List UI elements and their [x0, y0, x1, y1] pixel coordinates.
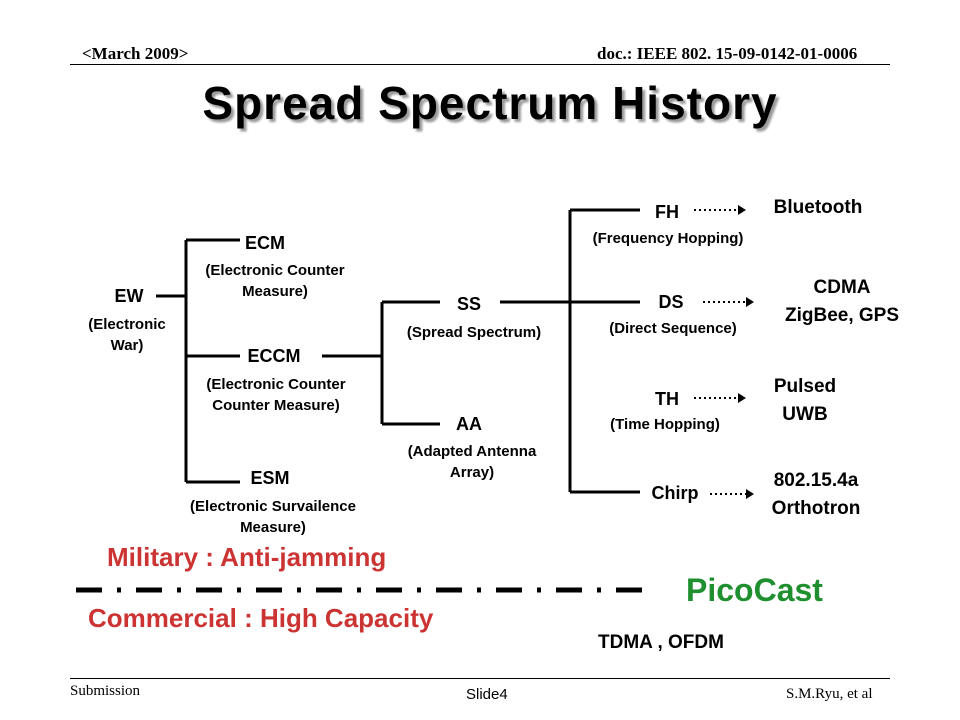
node-ecm-sub: (Electronic Counter Measure) — [205, 262, 345, 300]
node-esm-sub: (Electronic Survailence Measure) — [190, 498, 356, 536]
app-pulsed-uwb: Pulsed UWB — [773, 376, 837, 425]
node-aa: AA — [456, 414, 482, 434]
app-cdma-zigbee-gps: CDMA ZigBee, GPS — [784, 277, 900, 326]
arrowhead-cdma — [746, 297, 754, 307]
header-rule — [70, 64, 890, 65]
picocast-label: PicoCast — [686, 572, 823, 608]
node-fh-sub: (Frequency Hopping) — [592, 230, 744, 247]
tdma-ofdm-label: TDMA , OFDM — [598, 632, 724, 653]
page-title: Spread Spectrum History — [202, 77, 778, 129]
node-chirp: Chirp — [651, 483, 699, 503]
app-orthotron: 802.15.4a Orthotron — [771, 470, 861, 519]
arrowhead-bluetooth — [738, 205, 746, 215]
footer-author: S.M.Ryu, et al — [786, 686, 873, 702]
node-ew: EW — [114, 286, 144, 306]
node-esm: ESM — [250, 468, 290, 488]
node-ds: DS — [658, 292, 684, 312]
node-eccm: ECCM — [247, 346, 301, 366]
node-th-sub: (Time Hopping) — [610, 416, 720, 433]
node-ew-sub: (Electronic War) — [88, 316, 166, 354]
footer-rule — [70, 678, 890, 679]
node-fh: FH — [655, 202, 679, 222]
node-ds-sub: (Direct Sequence) — [609, 320, 737, 337]
node-aa-sub: (Adapted Antenna Array) — [407, 443, 537, 481]
node-ss-sub: (Spread Spectrum) — [406, 324, 542, 341]
node-eccm-sub: (Electronic Counter Counter Measure) — [206, 376, 346, 414]
node-ss: SS — [456, 294, 481, 314]
footer-submission: Submission — [70, 683, 141, 699]
header-date: <March 2009> — [82, 44, 189, 63]
header-doc-id: doc.: IEEE 802. 15-09-0142-01-0006 — [597, 44, 858, 63]
node-th: TH — [655, 389, 679, 409]
app-bluetooth: Bluetooth — [773, 197, 863, 218]
node-ecm: ECM — [245, 233, 285, 253]
commercial-label: Commercial : High Capacity — [88, 603, 434, 633]
footer-slide-number: Slide4 — [466, 686, 508, 703]
arrowhead-orthotron — [746, 489, 754, 499]
military-label: Military : Anti-jamming — [107, 542, 387, 572]
arrowhead-pulsed — [738, 393, 746, 403]
